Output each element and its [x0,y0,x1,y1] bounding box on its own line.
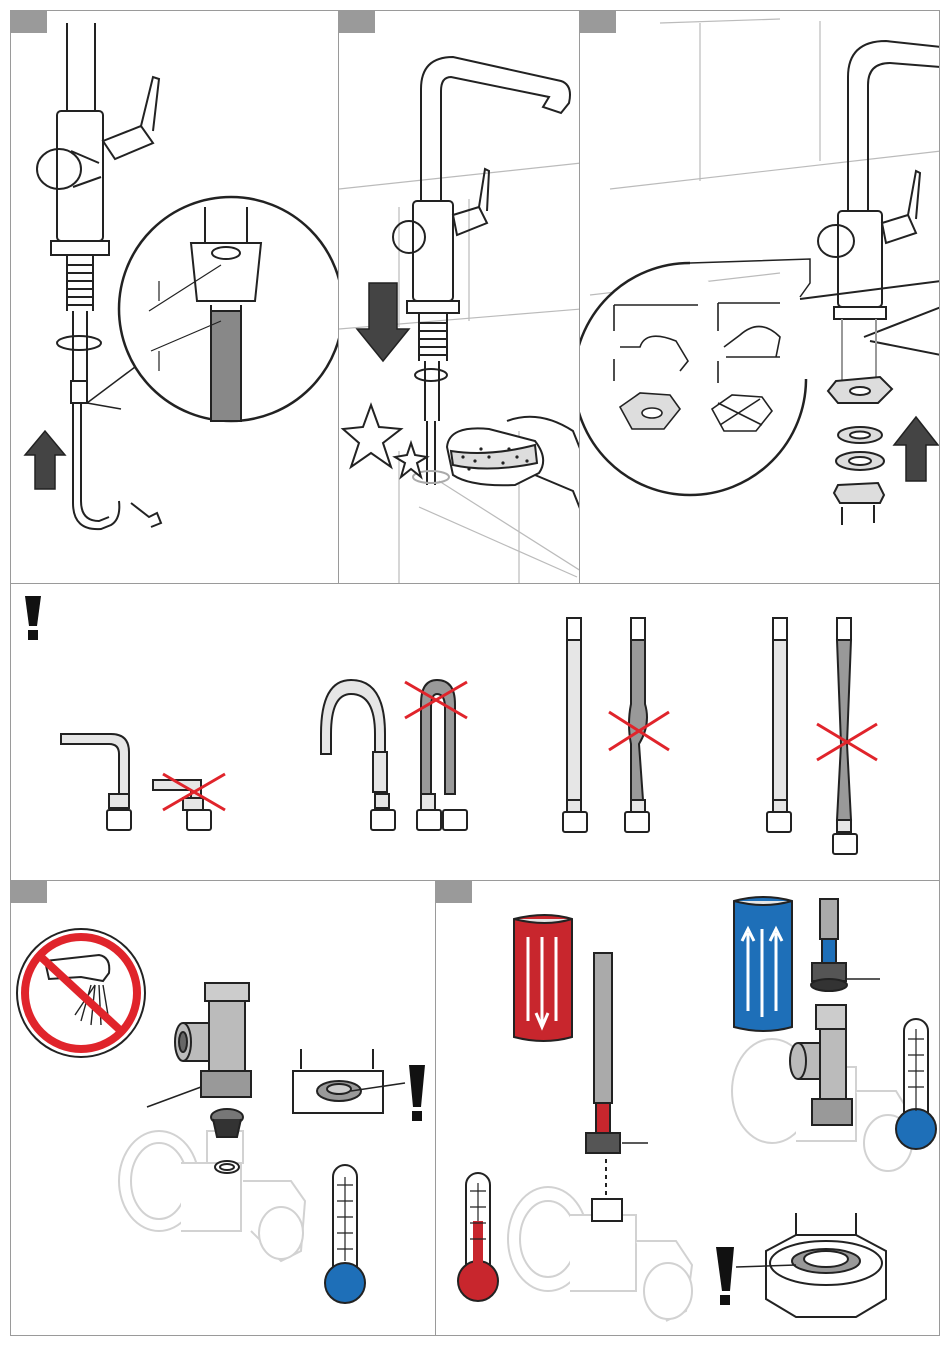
no-spray-icon [17,929,145,1057]
faucet-icon [339,11,580,584]
thermometer-hot-icon [458,1173,498,1301]
sparkle-icon [343,405,427,477]
panel-step-1 [10,10,339,584]
panel-step-4 [10,880,436,1336]
exclamation-icon [25,596,41,640]
hose-icon [73,403,161,529]
panel-hose-warnings [10,583,940,881]
exclamation-icon [409,1065,425,1121]
faucet-icon [580,11,940,584]
angle-valve-icon [147,983,251,1107]
up-arrow-icon [894,417,938,481]
down-arrow-icon [357,283,409,361]
nut-icon [736,1213,886,1317]
sponge-icon [447,417,580,511]
thermometer-cold-icon [325,1165,365,1303]
panel-step-5 [435,880,940,1336]
panel-step-2 [338,10,580,584]
hot-hose-icon [514,915,572,1041]
washer-icon [834,427,884,525]
up-arrow-icon [25,431,65,489]
faucet-icon [11,11,339,584]
cold-hose-icon [734,897,792,1031]
exclamation-icon [716,1247,734,1305]
thermometer-cold-icon [896,1019,936,1149]
mounting-plate-icon [828,377,892,403]
panel-step-3 [579,10,940,584]
